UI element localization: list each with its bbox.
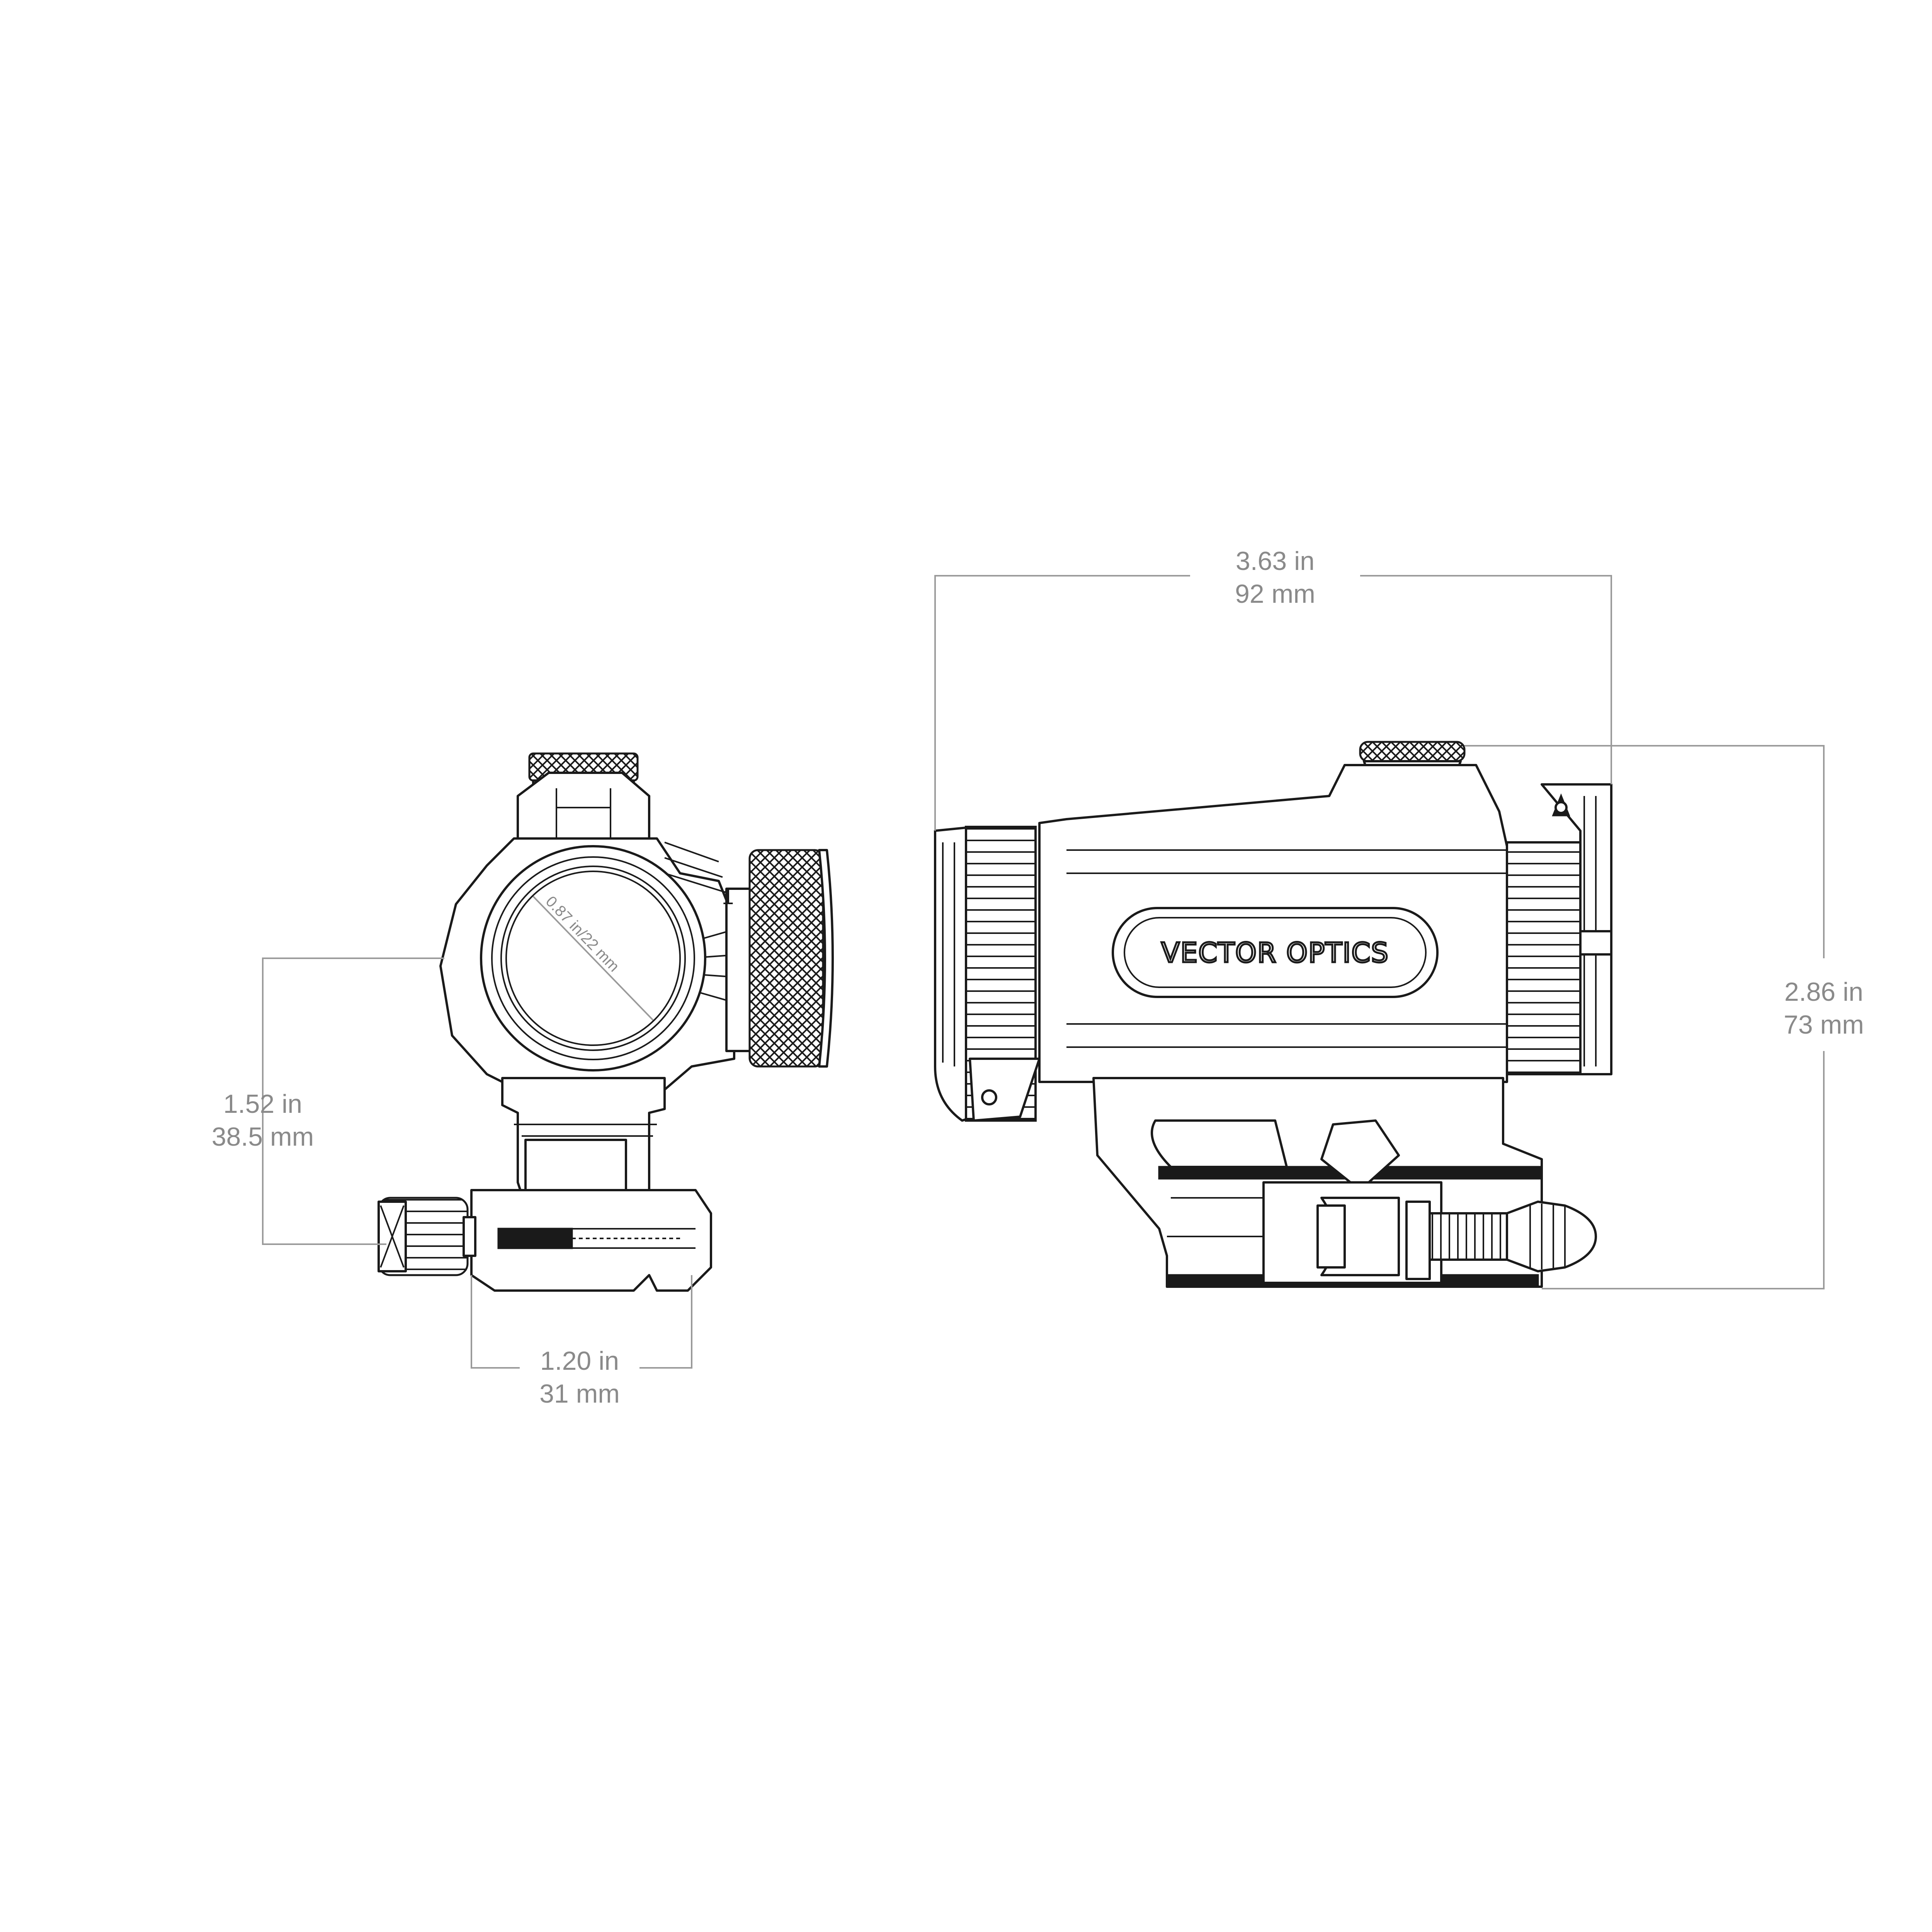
- brand-logo: VECTOR OPTICS: [1161, 937, 1389, 969]
- side-length-dimension: 3.63 in 92 mm: [934, 546, 1612, 831]
- right-turret: 1: [722, 849, 834, 1068]
- front-width-mm: 31 mm: [539, 1379, 620, 1408]
- front-width-in: 1.20 in: [540, 1346, 619, 1376]
- qd-lever: [1262, 1181, 1597, 1284]
- front-ring: [1506, 783, 1612, 1075]
- front-height-in: 1.52 in: [223, 1089, 302, 1119]
- front-width-dimension: 1.20 in 31 mm: [471, 1275, 692, 1408]
- side-height-in: 2.86 in: [1784, 977, 1863, 1007]
- side-ribs: [664, 842, 742, 1005]
- side-view: VECTOR OPTICS: [934, 546, 1864, 1289]
- front-view: 1 0.87 in/22 mm: [212, 752, 834, 1408]
- front-height-mm: 38.5 mm: [212, 1122, 314, 1151]
- side-length-in: 3.63 in: [1236, 546, 1315, 576]
- top-turret: [517, 752, 650, 851]
- side-height-dimension: 2.86 in 73 mm: [1464, 745, 1864, 1289]
- front-height-dimension: 1.52 in 38.5 mm: [212, 957, 444, 1245]
- clamp-knob: [378, 1197, 476, 1276]
- front-rail-clamp: [470, 1189, 712, 1292]
- side-height-mm: 73 mm: [1784, 1010, 1864, 1039]
- side-length-mm: 92 mm: [1235, 579, 1315, 609]
- rear-ring: [934, 826, 1041, 1122]
- turret-marking: 1: [722, 884, 734, 909]
- logo-plate: VECTOR OPTICS: [1112, 907, 1439, 998]
